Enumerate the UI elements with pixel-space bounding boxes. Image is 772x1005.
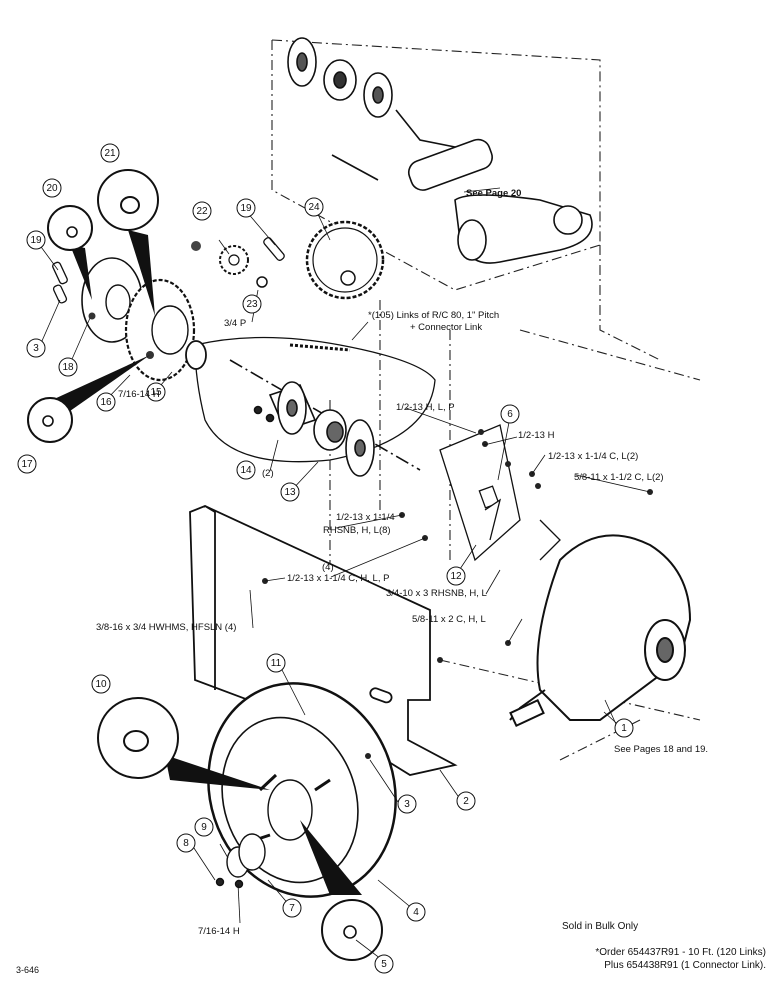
callout-17: 17 xyxy=(17,454,37,474)
callout-number: 2 xyxy=(463,796,469,807)
callout-18: 18 xyxy=(58,357,78,377)
left-sprocket-assembly xyxy=(81,257,207,382)
callout-9: 9 xyxy=(194,817,214,837)
callout-8: 8 xyxy=(176,833,196,853)
callout-7: 7 xyxy=(282,898,302,918)
callout-number: 20 xyxy=(46,183,58,194)
callout-number: 17 xyxy=(21,459,33,470)
drive-shaft-assembly xyxy=(229,359,421,477)
callout-19: 19 xyxy=(236,198,256,218)
label-c58-2: 5/8-11 x 2 C, H, L xyxy=(412,614,486,625)
label-c-h-l-p: 1/2-13 x 1-1/4 C, H, L, P xyxy=(287,573,389,584)
callout-24: 24 xyxy=(304,197,324,217)
callout-number: 19 xyxy=(30,235,42,246)
callout-number: 4 xyxy=(413,907,419,918)
callout-6: 6 xyxy=(500,404,520,424)
callout-11: 11 xyxy=(266,653,286,673)
label-nut-7-16-upper: 7/16-14 H xyxy=(118,389,160,400)
order-line-1: *Order 654437R91 - 10 Ft. (120 Links) xyxy=(595,947,766,958)
label-half-13-h: 1/2-13 H xyxy=(518,430,555,441)
callout-number: 22 xyxy=(196,206,208,217)
callout-23: 23 xyxy=(242,294,262,314)
pin-19-upper xyxy=(263,237,285,261)
callout-3: 3 xyxy=(397,794,417,814)
callout-number: 9 xyxy=(201,822,207,833)
label-nut-7-16-lower: 7/16-14 H xyxy=(198,926,240,937)
callout-number: 24 xyxy=(308,202,320,213)
callout-number: 19 xyxy=(240,203,252,214)
upper-pulley-assembly xyxy=(287,37,593,264)
ring-15 xyxy=(185,340,207,370)
mount-bracket xyxy=(439,424,561,562)
label-h-l-p: 1/2-13 H, L, P xyxy=(396,402,455,413)
callout-2: 2 xyxy=(456,791,476,811)
callout-19: 19 xyxy=(26,230,46,250)
label-rhsnb-34: 3/4-10 x 3 RHSNB, H, L xyxy=(386,588,487,599)
callout-1: 1 xyxy=(614,718,634,738)
callout-number: 7 xyxy=(289,903,295,914)
callout-number: 13 xyxy=(284,487,296,498)
sprocket-22 xyxy=(191,241,268,288)
callout-22: 22 xyxy=(192,201,212,221)
callout-3: 3 xyxy=(26,338,46,358)
hub-parts xyxy=(215,833,266,889)
callout-13: 13 xyxy=(280,482,300,502)
callout-number: 6 xyxy=(507,409,513,420)
label-rhsnb-2: RHSNB, H, L(8) xyxy=(323,525,391,536)
callout-number: 21 xyxy=(104,148,116,159)
callout-number: 15 xyxy=(150,387,162,398)
label-links-1: *(105) Links of R/C 80, 1" Pitch xyxy=(368,310,499,321)
callout-20: 20 xyxy=(42,178,62,198)
callout-12: 12 xyxy=(446,566,466,586)
callout-14: 14 xyxy=(236,460,256,480)
label-see-pages-18-19: See Pages 18 and 19. xyxy=(614,744,708,755)
detail-magnifiers xyxy=(27,169,383,961)
callout-21: 21 xyxy=(100,143,120,163)
callout-5: 5 xyxy=(374,954,394,974)
label-c58-l-2: 5/8-11 x 1-1/2 C, L(2) xyxy=(574,472,664,483)
label-qty-14: (2) xyxy=(262,468,274,479)
callout-number: 5 xyxy=(381,959,387,970)
label-c-l-2: 1/2-13 x 1-1/4 C, L(2) xyxy=(548,451,638,462)
label-see-page-20: See Page 20 xyxy=(466,188,521,199)
callout-number: 23 xyxy=(246,299,258,310)
arm-bracket xyxy=(407,138,493,191)
text-labels: See Page 20 *(105) Links of R/C 80, 1" P… xyxy=(96,188,708,937)
label-three-quarter-p: 3/4 P xyxy=(224,318,246,329)
callout-4: 4 xyxy=(406,902,426,922)
callout-number: 12 xyxy=(450,571,462,582)
callout-number: 3 xyxy=(33,343,39,354)
callout-number: 18 xyxy=(62,362,74,373)
order-note: *Order 654437R91 - 10 Ft. (120 Links) Pl… xyxy=(560,946,766,972)
pins-left xyxy=(52,261,68,304)
label-rhsnb-1: 1/2-13 x 1-1/4 xyxy=(336,512,395,523)
label-qty-4: (4) xyxy=(322,562,334,573)
callout-number: 1 xyxy=(621,723,627,734)
callout-16: 16 xyxy=(96,392,116,412)
bulk-note: Sold in Bulk Only xyxy=(562,921,639,932)
page-code: 3-646 xyxy=(16,965,40,975)
label-links-2: + Connector Link xyxy=(410,322,482,333)
callout-10: 10 xyxy=(91,674,111,694)
callout-15: 15 xyxy=(146,382,166,402)
callout-number: 16 xyxy=(100,397,112,408)
leader-lines xyxy=(35,187,651,963)
callout-numbers: 1233456789101112131415161718191920212223… xyxy=(17,143,634,974)
label-hwhms: 3/8-16 x 3/4 HWHMS, HFSLN (4) xyxy=(96,622,236,633)
sprocket-24 xyxy=(305,220,385,300)
callout-number: 10 xyxy=(95,679,107,690)
callout-number: 8 xyxy=(183,838,189,849)
callout-number: 3 xyxy=(404,799,410,810)
drive-chain xyxy=(194,336,436,463)
callout-number: 11 xyxy=(271,658,282,669)
gearbox xyxy=(509,534,692,728)
order-line-2: Plus 654438R91 (1 Connector Link). xyxy=(604,960,766,971)
callout-number: 14 xyxy=(240,465,252,476)
